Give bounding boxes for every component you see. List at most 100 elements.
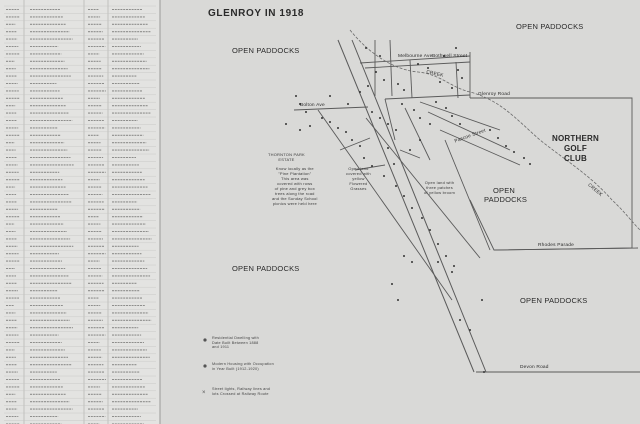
house-dot — [391, 283, 393, 285]
house-dot — [359, 145, 361, 147]
map-title: GLENROY IN 1918 — [208, 8, 305, 19]
legend-entry: Modern Housing with Occupation in Year B… — [212, 362, 274, 371]
house-dot — [481, 299, 483, 301]
house-dot — [371, 111, 373, 113]
bothwell-line — [364, 61, 471, 69]
house-dot — [345, 131, 347, 133]
open-paddocks-label: OPEN PADDOCKS — [516, 22, 584, 31]
house-dot — [397, 83, 399, 85]
house-dot — [375, 71, 377, 73]
house-dot — [305, 111, 307, 113]
house-dot — [417, 63, 419, 65]
house-dot — [395, 129, 397, 131]
house-dot — [295, 95, 297, 97]
house-dot — [483, 371, 485, 373]
yellow-grass-note: Open land covered with yellow Flowered G… — [346, 166, 371, 191]
house-dot — [529, 163, 531, 165]
house-dot — [383, 79, 385, 81]
house-dot — [329, 95, 331, 97]
house-dot — [445, 255, 447, 257]
house-dot — [403, 195, 405, 197]
house-dot — [321, 117, 323, 119]
open-paddocks-label: OPEN PADDOCKS — [232, 264, 300, 273]
open-paddocks-label: OPEN PADDOCKS — [484, 186, 528, 204]
house-dot — [395, 185, 397, 187]
house-dot — [489, 129, 491, 131]
svg-text:×: × — [202, 390, 206, 396]
ledger-sheet — [0, 0, 160, 424]
ledger-rows — [4, 5, 156, 424]
house-dot — [387, 147, 389, 149]
house-dot — [445, 107, 447, 109]
glenroy-road-line — [384, 94, 471, 100]
house-dot — [429, 229, 431, 231]
estate-note: THORNTON PARK ESTATE — [268, 152, 305, 162]
house-dot — [285, 123, 287, 125]
house-dot — [435, 101, 437, 103]
house-dot — [347, 103, 349, 105]
house-dot — [437, 261, 439, 263]
house-dot — [459, 123, 461, 125]
legend-entry: Residential Dwelling with Date Built Bet… — [212, 336, 259, 350]
house-dot — [387, 123, 389, 125]
house-dot — [453, 265, 455, 267]
house-dot — [413, 109, 415, 111]
house-dot — [427, 67, 429, 69]
house-dot — [359, 91, 361, 93]
bolton-ave-line — [293, 106, 369, 111]
legend-entry: Street lights, Railway lines and lots Cr… — [212, 387, 271, 396]
street-label: Bothwell Street — [432, 54, 468, 59]
golf-club-line: GOLF — [563, 144, 587, 153]
house-dot — [409, 149, 411, 151]
house-dot — [379, 55, 381, 57]
house-dot — [379, 117, 381, 119]
golf-club-label: NORTHERN GOLF CLUB — [552, 134, 599, 164]
house-dot — [419, 117, 421, 119]
diag-road-2 — [365, 117, 481, 259]
house-dot — [299, 103, 301, 105]
open-paddocks-label: OPEN PADDOCKS — [232, 46, 300, 55]
house-dot — [439, 81, 441, 83]
street-label: Rhodes Parade — [538, 243, 574, 248]
house-dot — [363, 157, 365, 159]
house-dot — [451, 87, 453, 89]
house-dot — [505, 145, 507, 147]
road-network — [293, 39, 640, 373]
house-dot — [411, 207, 413, 209]
house-dot — [403, 89, 405, 91]
golf-club-line: CLUB — [563, 154, 587, 163]
house-dot — [371, 165, 373, 167]
house-dot — [337, 127, 339, 129]
house-dot — [459, 319, 461, 321]
house-dot — [455, 47, 457, 49]
house-markers — [285, 47, 531, 373]
house-dot — [429, 123, 431, 125]
golf-club-boundary — [469, 97, 633, 251]
house-dot — [401, 103, 403, 105]
house-dot — [383, 175, 385, 177]
open-paddocks-label: OPEN PADDOCKS — [520, 296, 588, 305]
house-dot — [469, 329, 471, 331]
railway-line-2 — [351, 39, 487, 373]
open-paddocks-text: OPEN PADDOCKS — [484, 186, 528, 204]
street-label: Glenroy Road — [478, 92, 510, 97]
house-dot — [461, 77, 463, 79]
creek — [349, 29, 640, 231]
legend-symbols: × — [202, 338, 207, 396]
house-dot — [365, 47, 367, 49]
railway-line — [337, 39, 475, 373]
house-dot — [497, 137, 499, 139]
house-dot — [421, 217, 423, 219]
street-label: Melbourne Ave — [398, 54, 433, 59]
golf-club-line: NORTHERN — [552, 134, 599, 143]
street-label: Devon Road — [520, 365, 549, 370]
house-dot — [451, 271, 453, 273]
house-dot — [329, 121, 331, 123]
house-dot — [397, 299, 399, 301]
house-dot — [403, 255, 405, 257]
estate-description: Know locally as the "Pine Plantation" Th… — [272, 166, 318, 206]
house-dot — [457, 69, 459, 71]
house-dot — [443, 55, 445, 57]
house-dot — [309, 125, 311, 127]
